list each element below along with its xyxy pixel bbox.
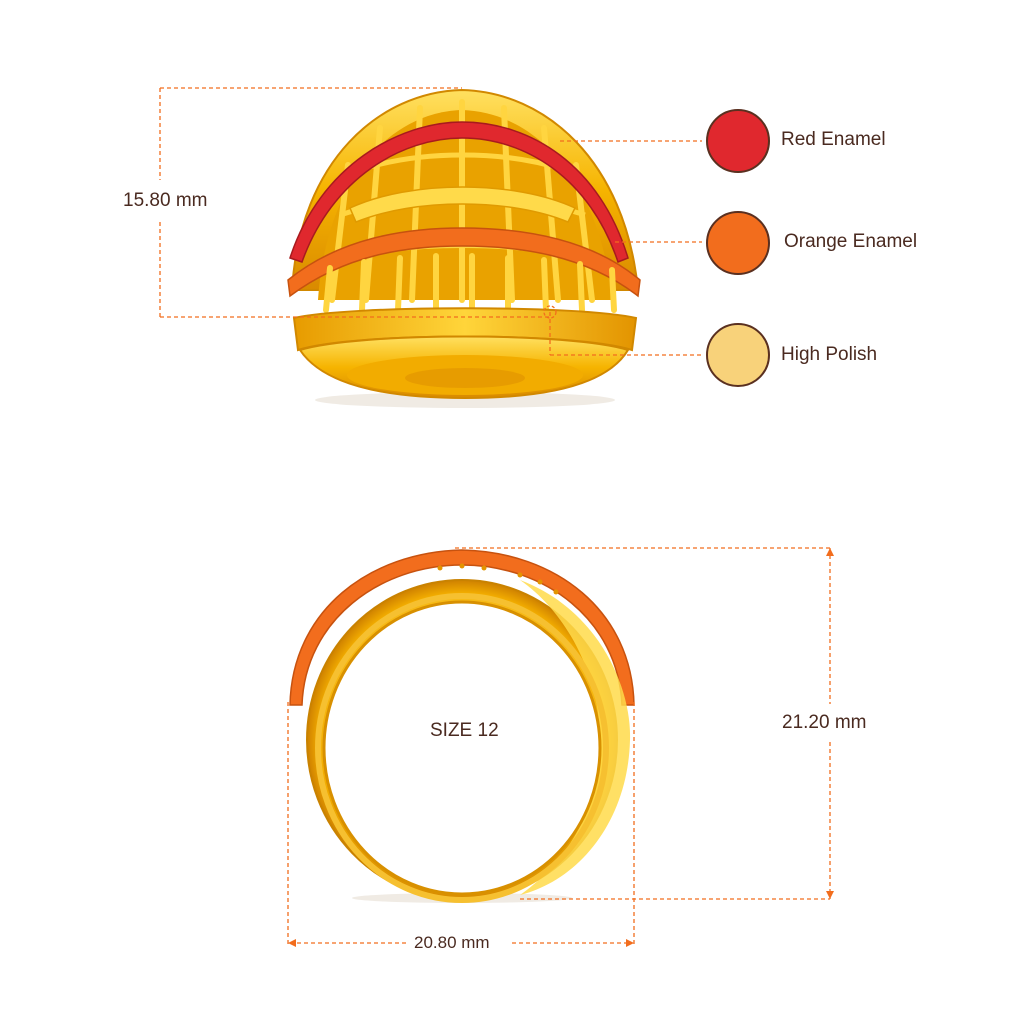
height-top-label: 15.80 mm bbox=[123, 190, 208, 211]
orange-enamel-swatch bbox=[706, 211, 770, 275]
width-side-label: 20.80 mm bbox=[414, 933, 490, 952]
legend-label-red-enamel: Red Enamel bbox=[781, 129, 886, 150]
legend-label-orange-enamel: Orange Enamel bbox=[784, 231, 918, 252]
high-polish-swatch bbox=[706, 323, 770, 387]
legend-label-high-polish: High Polish bbox=[781, 344, 878, 365]
red-enamel-swatch bbox=[706, 109, 770, 173]
ring-front-view bbox=[287, 88, 641, 408]
side-dimension-lines bbox=[287, 547, 831, 946]
ring-size-label: SIZE 12 bbox=[430, 720, 499, 741]
top-dimension-lines bbox=[159, 87, 702, 356]
height-side-label: 21.20 mm bbox=[782, 712, 867, 733]
ring-side-view bbox=[289, 549, 635, 903]
